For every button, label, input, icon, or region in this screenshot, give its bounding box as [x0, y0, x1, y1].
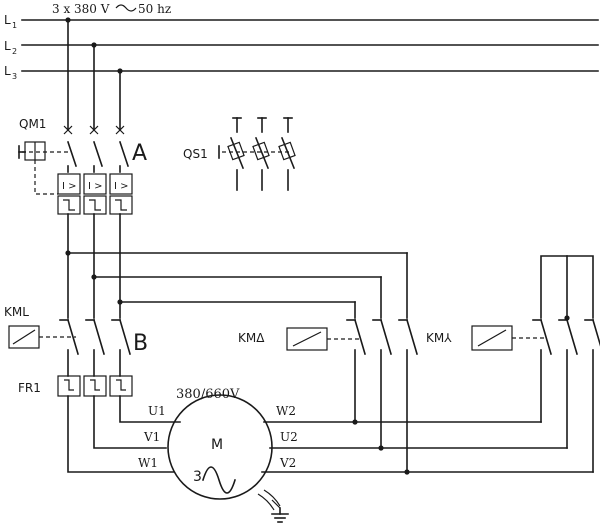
qm1-label: QM1	[19, 117, 46, 131]
motor-voltage: 380/660V	[176, 387, 240, 402]
feeder-wiring	[65, 213, 408, 319]
km-star-contactor	[471, 255, 600, 473]
km-star-label: KM⅄	[426, 331, 452, 345]
terminal-v2: V2	[279, 456, 296, 470]
earth-icon	[257, 489, 289, 523]
qs1-disconnector	[218, 117, 296, 191]
marker-b: B	[133, 331, 148, 356]
bus-taps	[65, 17, 123, 131]
terminal-u1: U1	[148, 404, 166, 418]
svg-text:3: 3	[12, 72, 17, 81]
bus-line-l2: L 2	[4, 39, 599, 56]
svg-text:L: L	[4, 39, 11, 53]
terminal-v1: V1	[143, 430, 160, 444]
fr1-label: FR1	[18, 381, 41, 395]
km-delta-label: KMΔ	[238, 331, 265, 345]
terminal-w2: W2	[276, 404, 296, 418]
ac-wave-icon	[201, 466, 237, 494]
kml-contactor	[8, 319, 131, 377]
trip-symbol-3: I >	[114, 181, 129, 192]
svg-text:L: L	[4, 64, 11, 78]
trip-symbol-2: I >	[88, 181, 103, 192]
motor-circle	[167, 394, 273, 500]
svg-text:L: L	[4, 13, 11, 27]
motor-letter: M	[211, 437, 223, 453]
terminal-w1: W1	[138, 456, 158, 470]
qs1-label: QS1	[183, 147, 208, 161]
svg-text:1: 1	[12, 21, 17, 30]
supply-title: 3 x 380 V	[52, 2, 110, 16]
qm1-breaker	[18, 125, 133, 215]
bus-line-l1: L 1	[4, 13, 599, 30]
svg-text:2: 2	[12, 47, 17, 56]
supply-frequency: 50 hz	[138, 2, 171, 16]
motor-right-wiring	[261, 419, 594, 475]
terminal-u2: U2	[280, 430, 298, 444]
motor-phases: 3	[193, 469, 202, 485]
km-delta-contactor	[286, 319, 418, 473]
fr1-overload-relay	[57, 375, 133, 397]
motor	[167, 394, 273, 500]
kml-label: KML	[4, 305, 29, 319]
trip-symbol-1: I >	[62, 181, 77, 192]
motor-left-wiring	[67, 395, 181, 473]
marker-a: A	[132, 141, 147, 166]
ac-tilde-icon	[115, 4, 137, 12]
bus-line-l3: L 3	[4, 64, 599, 81]
